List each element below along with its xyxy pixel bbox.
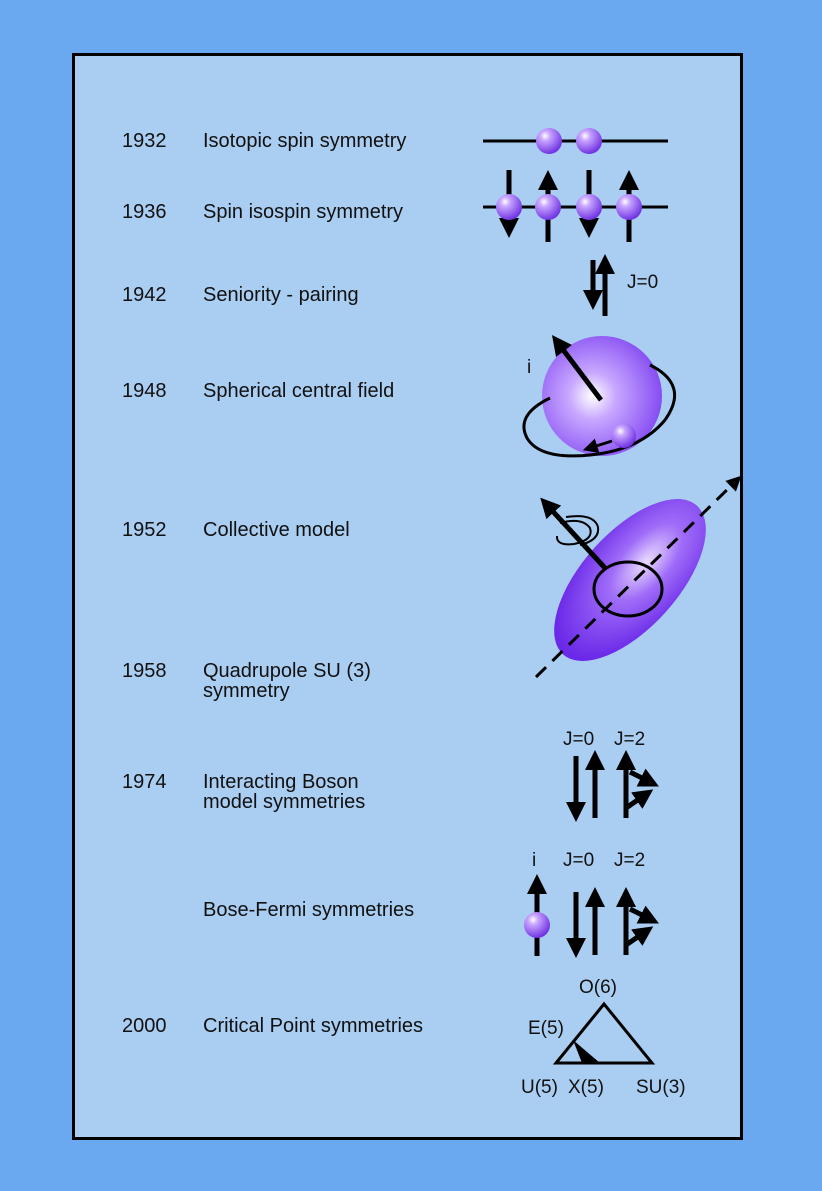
boson-coupling-icon (576, 756, 650, 818)
label-quadrupole-line2: symmetry (203, 680, 290, 702)
label-ibm-line2: model symmetries (203, 791, 365, 813)
label-critical-point: Critical Point symmetries (203, 1015, 423, 1037)
triangle-e5-label: E(5) (528, 1018, 564, 1040)
label-ibm-line1: Interacting Boson (203, 771, 359, 793)
ibm-j2-label: J=2 (614, 729, 645, 751)
isotopic-spin-icon (483, 128, 668, 154)
bf-j2-label: J=2 (614, 850, 645, 872)
spherical-nucleus-icon (524, 336, 675, 456)
triangle-u5-label: U(5) (521, 1077, 558, 1099)
label-collective-model: Collective model (203, 519, 350, 541)
ibm-j0-label: J=0 (563, 729, 594, 751)
year-1936: 1936 (122, 201, 167, 223)
triangle-o6-label: O(6) (579, 977, 617, 999)
year-2000: 2000 (122, 1015, 167, 1037)
symmetry-triangle-icon (556, 1004, 652, 1063)
year-1932: 1932 (122, 130, 167, 152)
year-1952: 1952 (122, 519, 167, 541)
triangle-su3-label: SU(3) (636, 1077, 686, 1099)
year-1942: 1942 (122, 284, 167, 306)
label-seniority: Seniority - pairing (203, 284, 359, 306)
spin-isospin-icon (483, 170, 668, 242)
label-isotopic-spin: Isotopic spin symmetry (203, 130, 406, 152)
label-bose-fermi: Bose-Fermi symmetries (203, 899, 414, 921)
bose-fermi-icon (524, 884, 650, 956)
bf-i-label: i (532, 850, 536, 872)
bf-j0-label: J=0 (563, 850, 594, 872)
year-1958: 1958 (122, 660, 167, 682)
label-spherical-field: Spherical central field (203, 380, 394, 402)
deformed-nucleus-icon (527, 474, 736, 687)
pairing-icon (593, 260, 605, 316)
year-1948: 1948 (122, 380, 167, 402)
particle-i-label: i (527, 357, 531, 379)
label-spin-isospin: Spin isospin symmetry (203, 201, 403, 223)
year-1974: 1974 (122, 771, 167, 793)
triangle-x5-label: X(5) (568, 1077, 604, 1099)
pairing-j-label: J=0 (627, 272, 658, 294)
label-quadrupole-line1: Quadrupole SU (3) (203, 660, 371, 682)
